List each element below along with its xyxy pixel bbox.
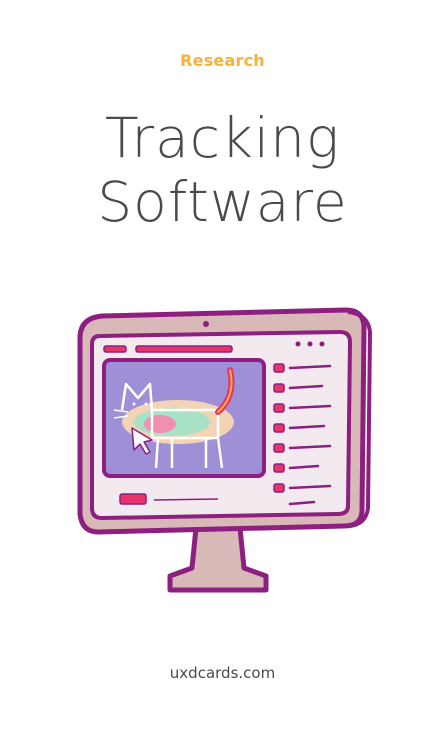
- title-line-2: Software: [97, 170, 348, 234]
- title-line-1: Tracking: [104, 106, 341, 170]
- category-label: Research: [180, 51, 265, 70]
- card-title: Tracking Software: [0, 106, 445, 234]
- footer-site-link[interactable]: uxdcards.com: [169, 664, 276, 682]
- monitor-heatmap-cat-icon: [77, 307, 373, 593]
